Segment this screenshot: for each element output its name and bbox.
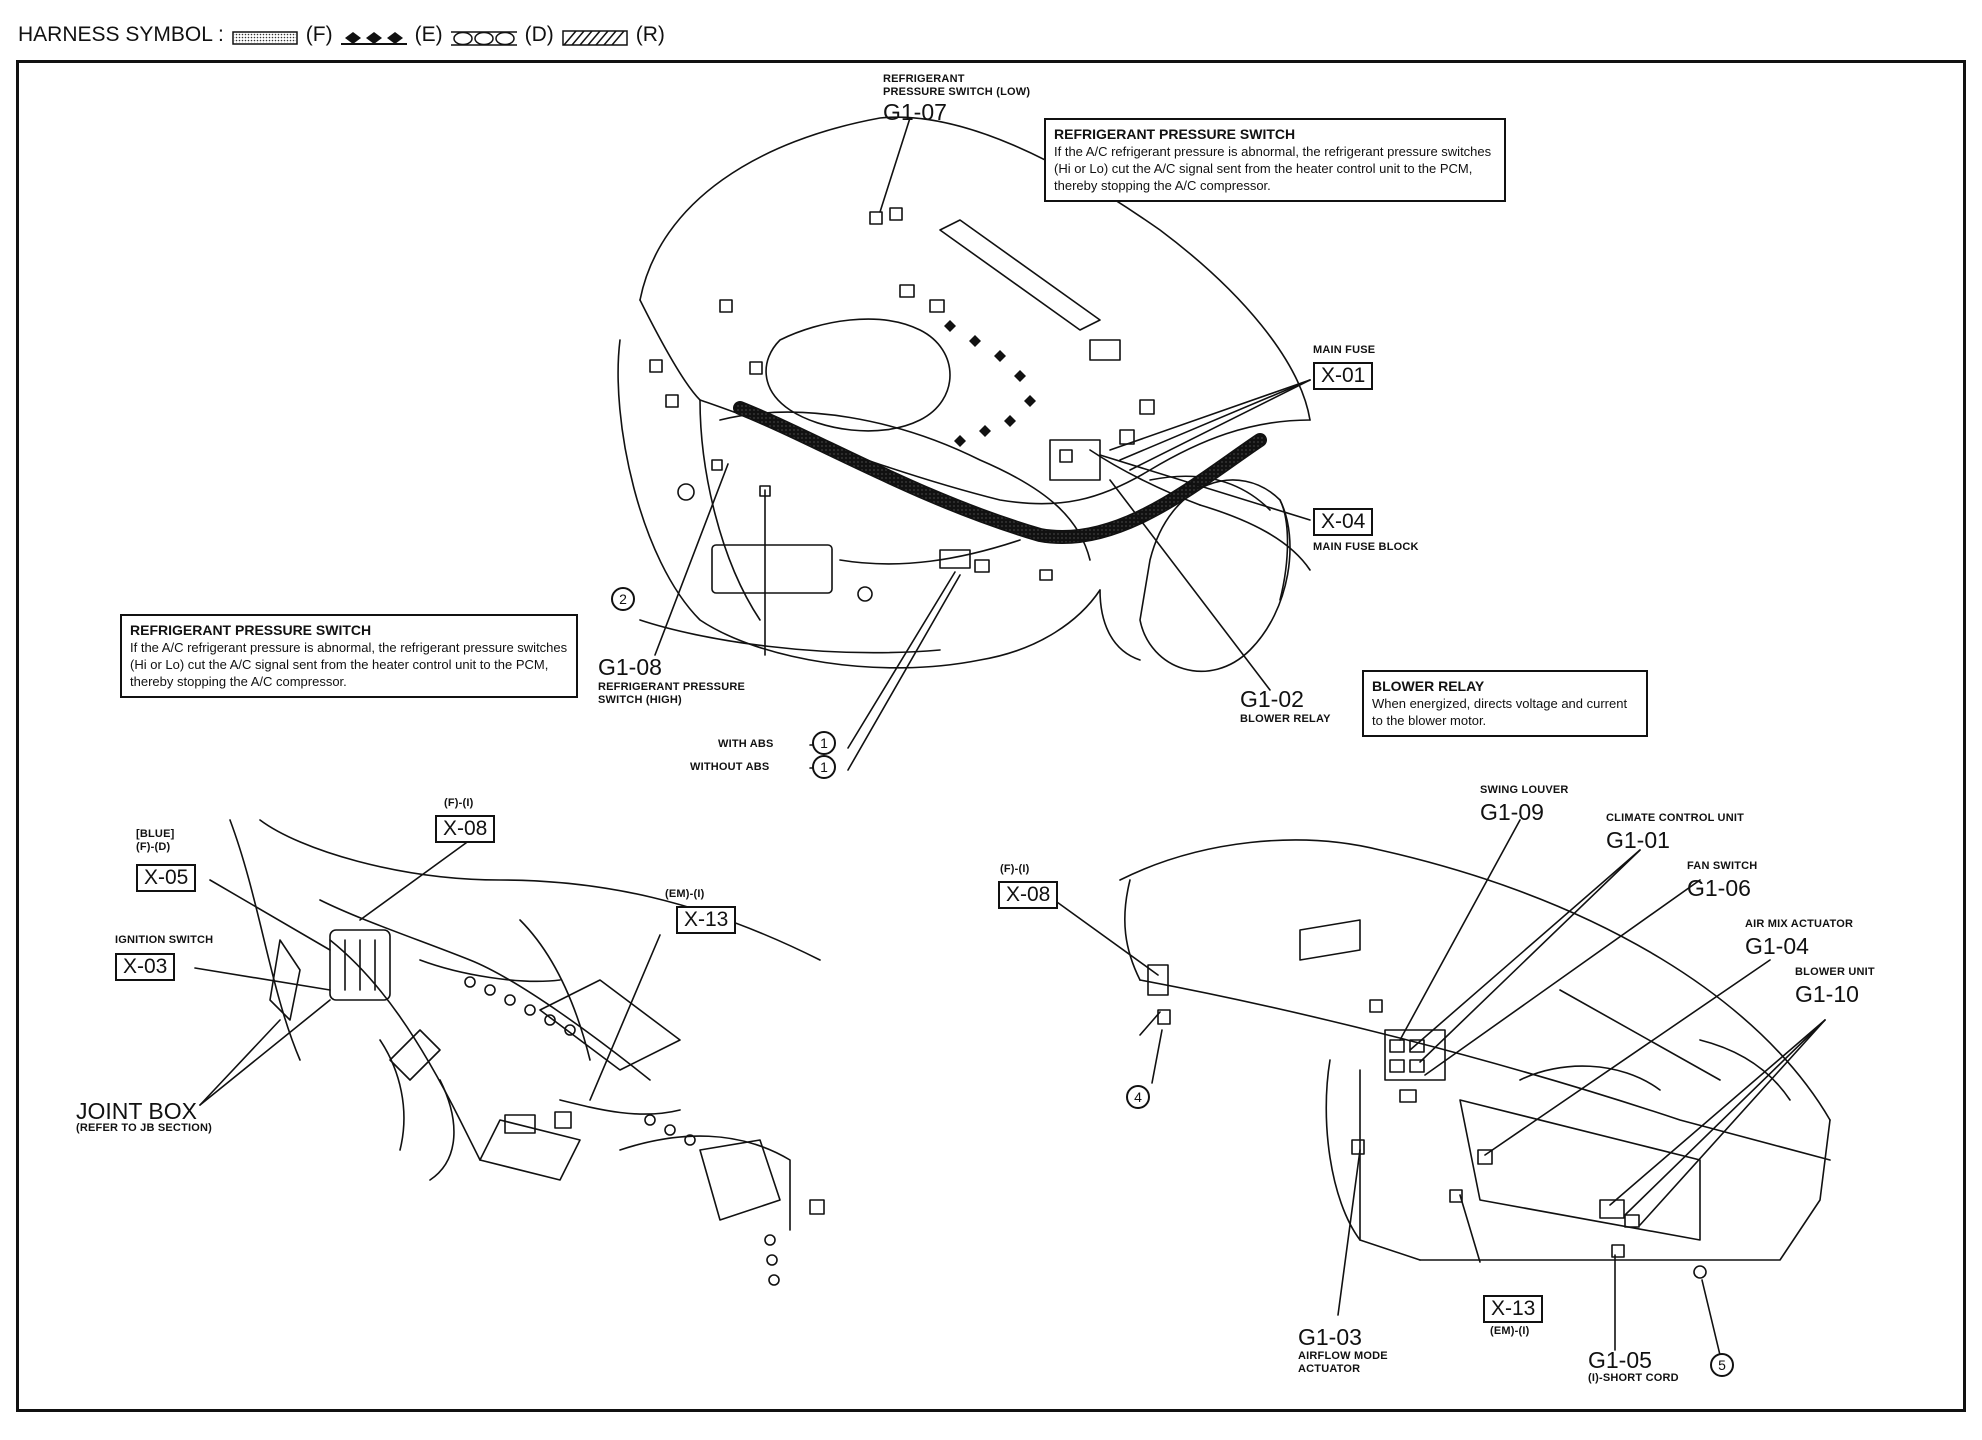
callout-5: 5 (1710, 1353, 1734, 1377)
x13-left-tag: (EM)-(I) (665, 888, 705, 900)
x03-label: X-03 (115, 953, 176, 981)
g108-label: G1-08 (598, 654, 662, 680)
blower-relay-note-box: BLOWER RELAY When energized, directs vol… (1362, 670, 1648, 737)
right-dashboard-drawing (1119, 839, 1831, 1279)
blower-relay-note-title: BLOWER RELAY (1372, 678, 1485, 694)
legend-d: (D) (524, 23, 554, 46)
legend-hatched-symbol (562, 27, 628, 46)
blower-unit-description: BLOWER UNIT (1795, 966, 1875, 978)
climate-control-unit-description: CLIMATE CONTROL UNIT (1606, 812, 1745, 824)
g108-description: REFRIGERANT PRESSURE SWITCH (HIGH) (598, 681, 746, 706)
fan-switch-description: FAN SWITCH (1687, 860, 1758, 872)
x13-right-label: X-13 (1483, 1295, 1544, 1323)
swing-louver-description: SWING LOUVER (1480, 784, 1569, 796)
x05-tag: [BLUE] (F)-(D) (136, 828, 175, 853)
top-note-title: REFRIGERANT PRESSURE SWITCH (1054, 126, 1296, 142)
harness-symbol-legend: HARNESS SYMBOL : (F) (E) (D) (R) (18, 22, 665, 48)
g105-label: G1-05 (1588, 1347, 1652, 1373)
main-fuse-description: MAIN FUSE (1313, 344, 1376, 356)
x01-label: X-01 (1313, 362, 1374, 390)
left-note-body: If the A/C refrigerant pressure is abnor… (130, 640, 568, 689)
g105-description: (I)-SHORT CORD (1588, 1372, 1679, 1384)
left-note-box: REFRIGERANT PRESSURE SWITCH If the A/C r… (120, 614, 578, 698)
g103-description: AIRFLOW MODE ACTUATOR (1298, 1350, 1388, 1375)
legend-e: (E) (414, 23, 443, 46)
engine-bay-drawing (617, 116, 1311, 673)
g102-label: G1-02 (1240, 686, 1304, 712)
g107-label: G1-07 (883, 99, 947, 125)
left-dashboard-drawing (229, 819, 825, 1286)
callout-4: 4 (1126, 1085, 1150, 1109)
g106-label: G1-06 (1687, 875, 1751, 901)
x08-left-tag: (F)-(I) (444, 797, 474, 809)
g101-label: G1-01 (1606, 827, 1670, 853)
g102-description: BLOWER RELAY (1240, 713, 1331, 725)
x08-right-label: X-08 (998, 881, 1059, 909)
legend-prefix: HARNESS SYMBOL : (18, 23, 224, 46)
g103-label: G1-03 (1298, 1324, 1362, 1350)
without-abs-label: WITHOUT ABS (690, 761, 770, 773)
air-mix-actuator-description: AIR MIX ACTUATOR (1745, 918, 1854, 930)
x04-label: X-04 (1313, 508, 1374, 536)
callout-2: 2 (611, 587, 635, 611)
joint-box-description: (REFER TO JB SECTION) (76, 1122, 213, 1134)
callout-1-with-abs: 1 (812, 731, 836, 755)
blower-relay-note-body: When energized, directs voltage and curr… (1372, 696, 1628, 728)
ignition-switch-description: IGNITION SWITCH (115, 934, 214, 946)
legend-diamond-symbol (340, 27, 407, 45)
x08-right-tag: (F)-(I) (1000, 863, 1030, 875)
g110-label: G1-10 (1795, 981, 1859, 1007)
callout-1-without-abs: 1 (812, 755, 836, 779)
x13-right-tag: (EM)-(I) (1490, 1325, 1530, 1337)
legend-f: (F) (305, 23, 333, 46)
legend-r: (R) (635, 23, 665, 46)
x05-label: X-05 (136, 864, 197, 892)
g109-label: G1-09 (1480, 799, 1544, 825)
diagram-frame (16, 60, 1966, 1412)
with-abs-label: WITH ABS (718, 738, 774, 750)
main-fuse-block-description: MAIN FUSE BLOCK (1313, 541, 1419, 553)
legend-circle-symbol (450, 27, 517, 46)
left-note-title: REFRIGERANT PRESSURE SWITCH (130, 622, 372, 638)
top-note-body: If the A/C refrigerant pressure is abnor… (1054, 144, 1492, 193)
x08-left-label: X-08 (435, 815, 496, 843)
joint-box-label: JOINT BOX (76, 1098, 197, 1124)
g107-description: REFRIGERANT PRESSURE SWITCH (LOW) (883, 73, 1031, 98)
legend-dotted-symbol (232, 27, 298, 45)
x13-left-label: X-13 (676, 906, 737, 934)
g104-label: G1-04 (1745, 933, 1809, 959)
top-note-box: REFRIGERANT PRESSURE SWITCH If the A/C r… (1044, 118, 1506, 202)
